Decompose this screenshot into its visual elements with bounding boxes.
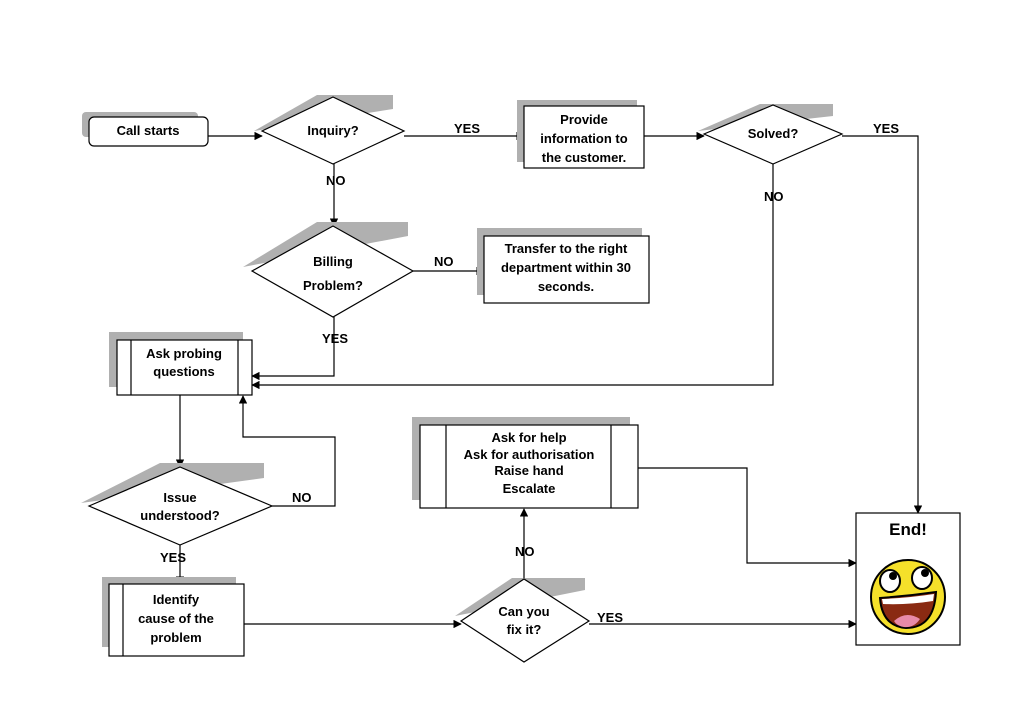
- label-billing-no: NO: [434, 254, 454, 269]
- node-help: Ask for help Ask for authorisation Raise…: [412, 417, 639, 509]
- inquiry-label: Inquiry?: [307, 123, 358, 138]
- label-issue-yes: YES: [160, 550, 186, 565]
- transfer-line: seconds.: [538, 279, 594, 294]
- node-probing: Ask probing questions: [109, 332, 253, 396]
- solved-label: Solved?: [748, 126, 799, 141]
- edge-solved-no: [251, 164, 774, 390]
- node-call-starts: Call starts: [82, 112, 209, 147]
- label-fix-no: NO: [515, 544, 535, 559]
- call-starts-label: Call starts: [117, 123, 180, 138]
- edge-labels: YES NO YES NO NO YES NO YES NO YES: [160, 121, 899, 625]
- node-billing: Billing Problem?: [243, 222, 415, 318]
- issue-line: understood?: [140, 508, 219, 523]
- help-line: Ask for help: [491, 430, 566, 445]
- node-provide-info: Provide information to the customer.: [517, 100, 645, 169]
- probing-line: questions: [153, 364, 214, 379]
- provide-info-line: Provide: [560, 112, 608, 127]
- identify-line: problem: [150, 630, 201, 645]
- smiley-face-icon: [870, 559, 946, 635]
- billing-line: Billing: [313, 254, 353, 269]
- node-solved: Solved?: [698, 104, 844, 165]
- end-label: End!: [889, 520, 927, 539]
- identify-line: Identify: [153, 592, 200, 607]
- label-fix-yes: YES: [597, 610, 623, 625]
- node-inquiry: Inquiry?: [254, 95, 406, 165]
- fix-line: fix it?: [507, 622, 542, 637]
- billing-line: Problem?: [303, 278, 363, 293]
- transfer-line: department within 30: [501, 260, 631, 275]
- help-line: Escalate: [503, 481, 556, 496]
- probing-line: Ask probing: [146, 346, 222, 361]
- label-solved-yes: YES: [873, 121, 899, 136]
- connectors: [175, 131, 923, 629]
- issue-line: Issue: [163, 490, 196, 505]
- label-solved-no: NO: [764, 189, 784, 204]
- edge-solved-yes: [842, 135, 923, 514]
- label-inquiry-no: NO: [326, 173, 346, 188]
- node-transfer: Transfer to the right department within …: [477, 228, 650, 304]
- transfer-line: Transfer to the right: [505, 241, 628, 256]
- edge-help-to-end: [638, 467, 857, 568]
- node-fix: Can you fix it?: [455, 578, 591, 663]
- node-issue: Issue understood?: [81, 463, 274, 546]
- identify-line: cause of the: [138, 611, 214, 626]
- label-issue-no: NO: [292, 490, 312, 505]
- help-line: Ask for authorisation: [464, 447, 595, 462]
- fix-line: Can you: [498, 604, 549, 619]
- provide-info-line: information to: [540, 131, 627, 146]
- provide-info-line: the customer.: [542, 150, 627, 165]
- label-billing-yes: YES: [322, 331, 348, 346]
- node-end: End!: [855, 512, 961, 646]
- help-line: Raise hand: [494, 463, 563, 478]
- edge-issue-no: [238, 395, 336, 507]
- node-identify: Identify cause of the problem: [102, 577, 245, 657]
- label-inquiry-yes: YES: [454, 121, 480, 136]
- edge-billing-yes: [251, 317, 335, 381]
